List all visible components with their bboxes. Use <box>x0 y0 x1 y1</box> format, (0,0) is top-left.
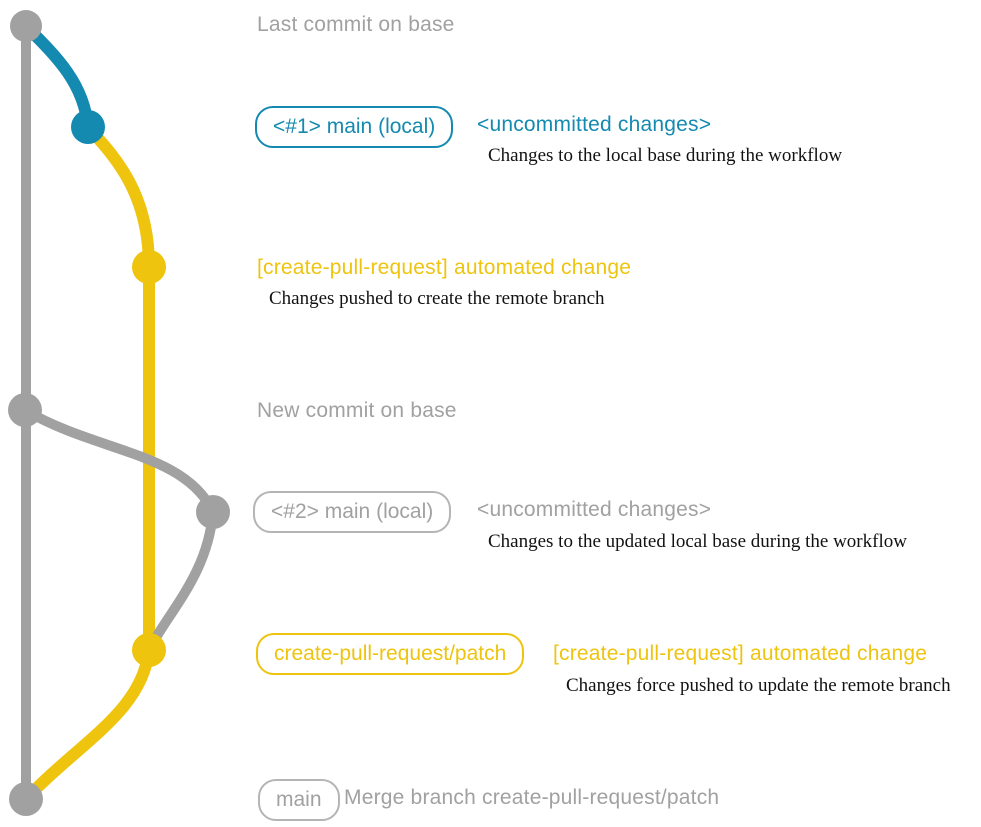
main-local-2-merge-curve <box>146 507 218 651</box>
commit-desc-uncommitted-1: Changes to the local base during the wor… <box>488 145 843 166</box>
commit-title-uncommitted-1: <uncommitted changes> <box>477 113 712 136</box>
branch-badge-main-local-2: <#2> main (local) <box>253 491 452 533</box>
commit-title-uncommitted-2: <uncommitted changes> <box>477 498 712 521</box>
commit-dot-automated-change-2 <box>132 633 166 667</box>
badge-label: main <box>258 779 340 821</box>
commit-dot-last-base <box>10 10 42 42</box>
patch-merge-curve <box>20 644 155 805</box>
commit-dot-main-local-1 <box>71 110 105 144</box>
badge-label: <#2> main (local) <box>253 491 452 533</box>
main-local-1-branch-line <box>20 20 94 133</box>
commit-desc-automated-1: Changes pushed to create the remote bran… <box>269 288 605 309</box>
heading-new-commit-on-base: New commit on base <box>257 399 457 422</box>
commit-dot-new-base <box>8 393 42 427</box>
commit-title-automated-2: [create-pull-request] automated change <box>553 642 928 665</box>
heading-last-commit-on-base: Last commit on base <box>257 13 455 36</box>
commit-title-merge: Merge branch create-pull-request/patch <box>344 786 720 809</box>
commit-title-automated-1: [create-pull-request] automated change <box>257 256 632 279</box>
commit-desc-uncommitted-2: Changes to the updated local base during… <box>488 531 907 552</box>
commit-desc-automated-2: Changes force pushed to update the remot… <box>566 675 951 696</box>
commit-dot-main-local-2 <box>196 495 230 529</box>
commit-dot-merge <box>9 782 43 816</box>
branch-badge-patch: create-pull-request/patch <box>256 633 525 675</box>
main-local-2-branch-line <box>20 405 218 517</box>
branch-badge-main-local-1: <#1> main (local) <box>255 106 454 148</box>
branch-badge-main: main <box>258 779 340 821</box>
patch-branch-curve-top <box>82 121 155 273</box>
badge-label: create-pull-request/patch <box>256 633 525 675</box>
badge-label: <#1> main (local) <box>255 106 454 148</box>
commit-dot-automated-change-1 <box>132 250 166 284</box>
